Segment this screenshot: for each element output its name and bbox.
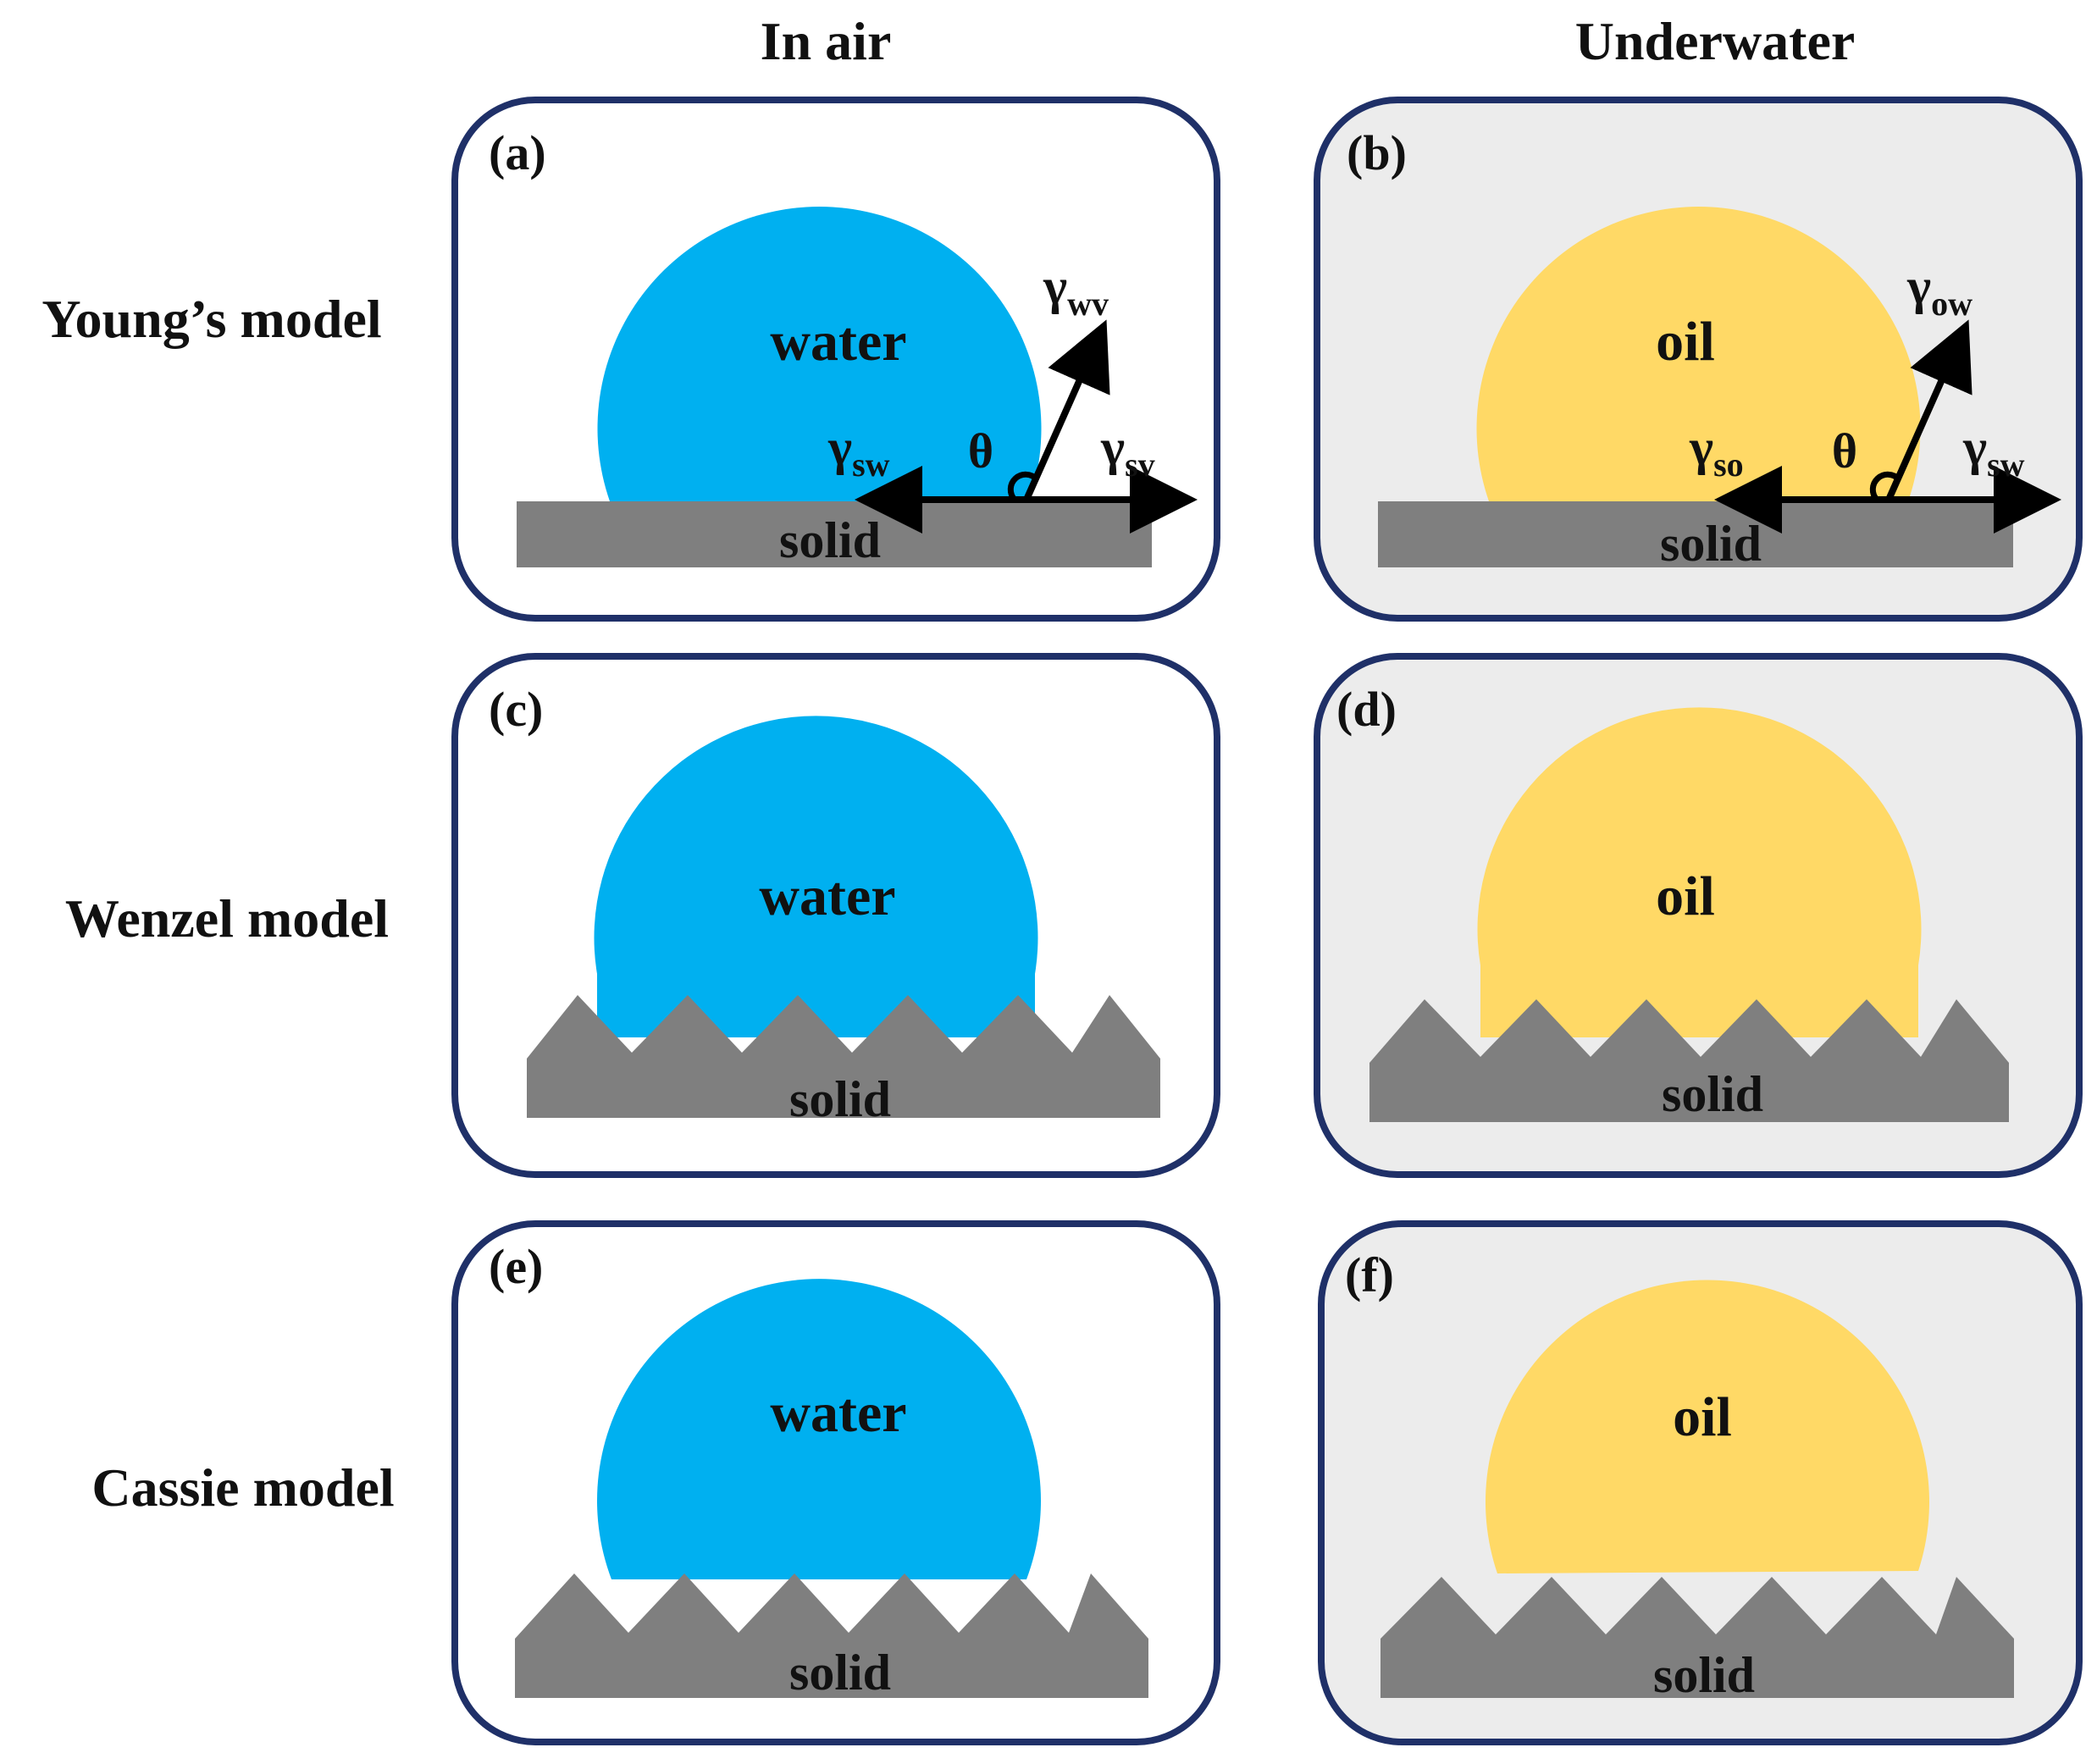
water-droplet: [597, 1279, 1041, 1579]
substrate-label: solid: [1653, 1647, 1755, 1703]
gamma-subscript: wv: [1067, 285, 1109, 323]
panel-c-wenzel-in-air: (c) water solid: [451, 653, 1220, 1178]
gamma-subscript: sw: [1987, 445, 2025, 484]
row-label-young-model: Young’s model: [41, 289, 381, 349]
contact-angle-arc: [1007, 471, 1039, 502]
substrate-label: solid: [1660, 516, 1762, 572]
panel-tag: (a): [489, 125, 546, 180]
gamma-wv-label: γwv: [1043, 258, 1109, 323]
oil-droplet: [1485, 1280, 1929, 1573]
solid-substrate: [517, 501, 1152, 567]
column-header-in-air: In air: [761, 11, 892, 71]
liquid-label: water: [759, 865, 895, 927]
panel-b-young-underwater: (b) oil solid θ γso γow γsw: [1314, 97, 2083, 622]
rough-solid-substrate: [527, 995, 1160, 1118]
gamma-sw-label: γsw: [1962, 419, 2025, 484]
gamma-symbol: γ: [1100, 419, 1125, 475]
rough-solid-substrate: [1369, 999, 2009, 1122]
liquid-label: oil: [1656, 311, 1715, 373]
gamma-symbol: γ: [1043, 258, 1067, 314]
gamma-so-label: γso: [1689, 419, 1744, 484]
panel-a-young-in-air: (a) water solid θ γsw γwv γsv: [451, 97, 1220, 622]
arrow-gamma-wv: [1023, 319, 1110, 501]
rough-solid-substrate: [1380, 1577, 2014, 1698]
column-header-underwater: Underwater: [1575, 11, 1856, 71]
substrate-label: solid: [789, 1071, 891, 1127]
panel-e-cassie-in-air: (e) water solid: [451, 1220, 1220, 1745]
row-label-cassie-model: Cassie model: [91, 1457, 394, 1518]
gamma-sw-label: γsw: [827, 419, 890, 484]
solid-substrate: [1378, 501, 2013, 567]
gamma-symbol: γ: [1906, 258, 1931, 314]
gamma-symbol: γ: [1689, 419, 1713, 475]
panel-d-wenzel-underwater: (d) oil solid: [1314, 653, 2083, 1178]
substrate-label: solid: [789, 1645, 891, 1700]
panel-tag: (b): [1347, 125, 1407, 180]
theta-label: θ: [968, 423, 993, 478]
row-label-wenzel-model: Wenzel model: [65, 888, 389, 948]
panel-tag: (d): [1336, 682, 1397, 737]
water-droplet: [594, 716, 1038, 1037]
contact-angle-arc: [1869, 471, 1901, 502]
panel-tag: (f): [1345, 1247, 1394, 1302]
liquid-label: oil: [1656, 865, 1715, 927]
substrate-label: solid: [1662, 1066, 1763, 1122]
gamma-subscript: ow: [1931, 285, 1973, 323]
oil-droplet: [1476, 207, 1921, 501]
rough-solid-substrate: [515, 1573, 1148, 1698]
gamma-symbol: γ: [827, 419, 852, 475]
arrow-gamma-ow: [1885, 319, 1973, 501]
gamma-subscript: so: [1713, 445, 1744, 484]
gamma-symbol: γ: [1962, 419, 1987, 475]
theta-label: θ: [1832, 423, 1857, 478]
gamma-subscript: sw: [852, 445, 890, 484]
liquid-label: water: [770, 1382, 906, 1444]
gamma-sv-label: γsv: [1100, 419, 1155, 484]
oil-droplet: [1477, 707, 1922, 1037]
liquid-label: water: [770, 311, 906, 373]
liquid-label: oil: [1673, 1386, 1732, 1448]
gamma-subscript: sv: [1125, 445, 1155, 484]
panel-tag: (e): [489, 1239, 543, 1294]
panel-f-cassie-underwater: (f) oil solid: [1318, 1220, 2083, 1745]
water-droplet: [597, 207, 1042, 501]
substrate-label: solid: [779, 512, 881, 568]
panel-tag: (c): [489, 682, 543, 737]
gamma-ow-label: γow: [1906, 258, 1973, 323]
